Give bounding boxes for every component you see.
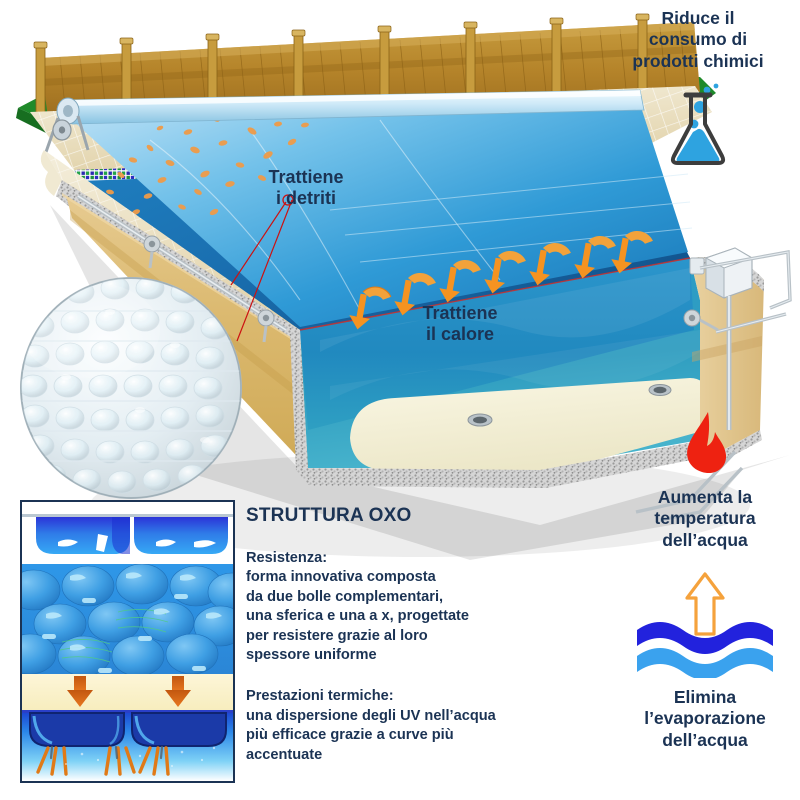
oxo-strip-cross-section <box>22 502 233 560</box>
floor-drain <box>467 413 493 427</box>
flask-icon <box>670 83 726 166</box>
pool-wall-right <box>635 247 792 522</box>
oxo-prestazioni-line1: una dispersione degli UV nell’acqua <box>246 707 496 724</box>
wall-fitting <box>143 235 161 269</box>
oxo-prestazioni-line3: accentuate <box>246 746 323 763</box>
feature-evaporation-line3: dell’acqua <box>662 729 748 750</box>
feature-temperature-line2: temperatura <box>654 508 756 529</box>
feature-evaporation-line1: Elimina <box>673 687 737 707</box>
oxo-resistenza-line5: spessore uniforme <box>246 647 377 664</box>
waves-arrow-icon <box>637 572 773 680</box>
feature-chemicals-label: Riduce il consumo di prodotti chimici <box>608 8 788 72</box>
feature-chemicals: Riduce il consumo di prodotti chimici <box>608 8 788 175</box>
oxo-strip-bubble-field <box>22 564 233 674</box>
feature-chemicals-line3: prodotti chimici <box>632 50 764 71</box>
wall-fitting <box>257 309 275 343</box>
magnifier-leader-lines <box>230 194 294 342</box>
feature-temperature: Aumenta la temperatura dell’acqua <box>615 410 795 551</box>
oxo-resistenza-line1: forma innovativa composta <box>246 569 436 586</box>
oxo-section-resistenza: Resistenza: forma innovativa composta da… <box>246 549 576 665</box>
uv-rays <box>36 746 170 776</box>
oxo-section-prestazioni: Prestazioni termiche: una dispersione de… <box>246 687 576 765</box>
callout-debris-line1: Trattiene <box>268 167 344 187</box>
feature-evaporation: Elimina l’evaporazione dell’acqua <box>615 568 795 751</box>
callout-heat: Trattiene il calore <box>400 303 520 345</box>
pool-floor <box>350 378 708 470</box>
oxo-strip-uv <box>22 710 233 781</box>
pressure-arrow <box>165 676 191 707</box>
feature-chemicals-line2: consumo di <box>648 29 748 50</box>
oxo-resistenza-heading: Resistenza: <box>246 550 328 566</box>
feature-temperature-line3: dell’acqua <box>662 529 748 550</box>
oxo-prestazioni-heading: Prestazioni termiche: <box>246 688 394 705</box>
feature-evaporation-line2: l’evaporazione <box>644 708 766 729</box>
flame-icon <box>687 412 727 474</box>
callout-heat-line2: il calore <box>425 324 495 345</box>
return-fitting <box>683 309 719 332</box>
oxo-strip-pressure <box>22 674 233 710</box>
pool-shell-rim <box>290 330 712 488</box>
feature-evaporation-label: Elimina l’evaporazione dell’acqua <box>615 687 795 751</box>
callout-debris: Trattiene i detriti <box>246 167 366 209</box>
oxo-resistenza-line4: per resistere grazie al loro <box>246 627 428 644</box>
heat-arrows <box>349 231 653 330</box>
oxo-prestazioni-line2: più efficace grazie a curve più <box>246 727 454 744</box>
feature-chemicals-line1: Riduce il <box>661 8 735 28</box>
oxo-resistenza-line3: una sferica e una a x, progettate <box>246 608 470 625</box>
oxo-panel-graphics <box>22 502 233 781</box>
floor-drain <box>648 384 672 396</box>
feature-temperature-line1: Aumenta la <box>657 487 753 507</box>
oxo-title: STRUTTURA OXO <box>246 505 412 526</box>
callout-debris-line2: i detriti <box>275 188 336 209</box>
cover-reel <box>44 89 645 153</box>
feature-temperature-label: Aumenta la temperatura dell’acqua <box>615 487 795 551</box>
pressure-arrow <box>67 676 93 707</box>
oxo-resistenza-line2: da due bolle complementari, <box>246 588 444 605</box>
callout-heat-line1: Trattiene <box>422 303 498 323</box>
oxo-structure-panel <box>20 500 235 783</box>
oxo-text-column: STRUTTURA OXO Resistenza: forma innovati… <box>246 505 576 765</box>
